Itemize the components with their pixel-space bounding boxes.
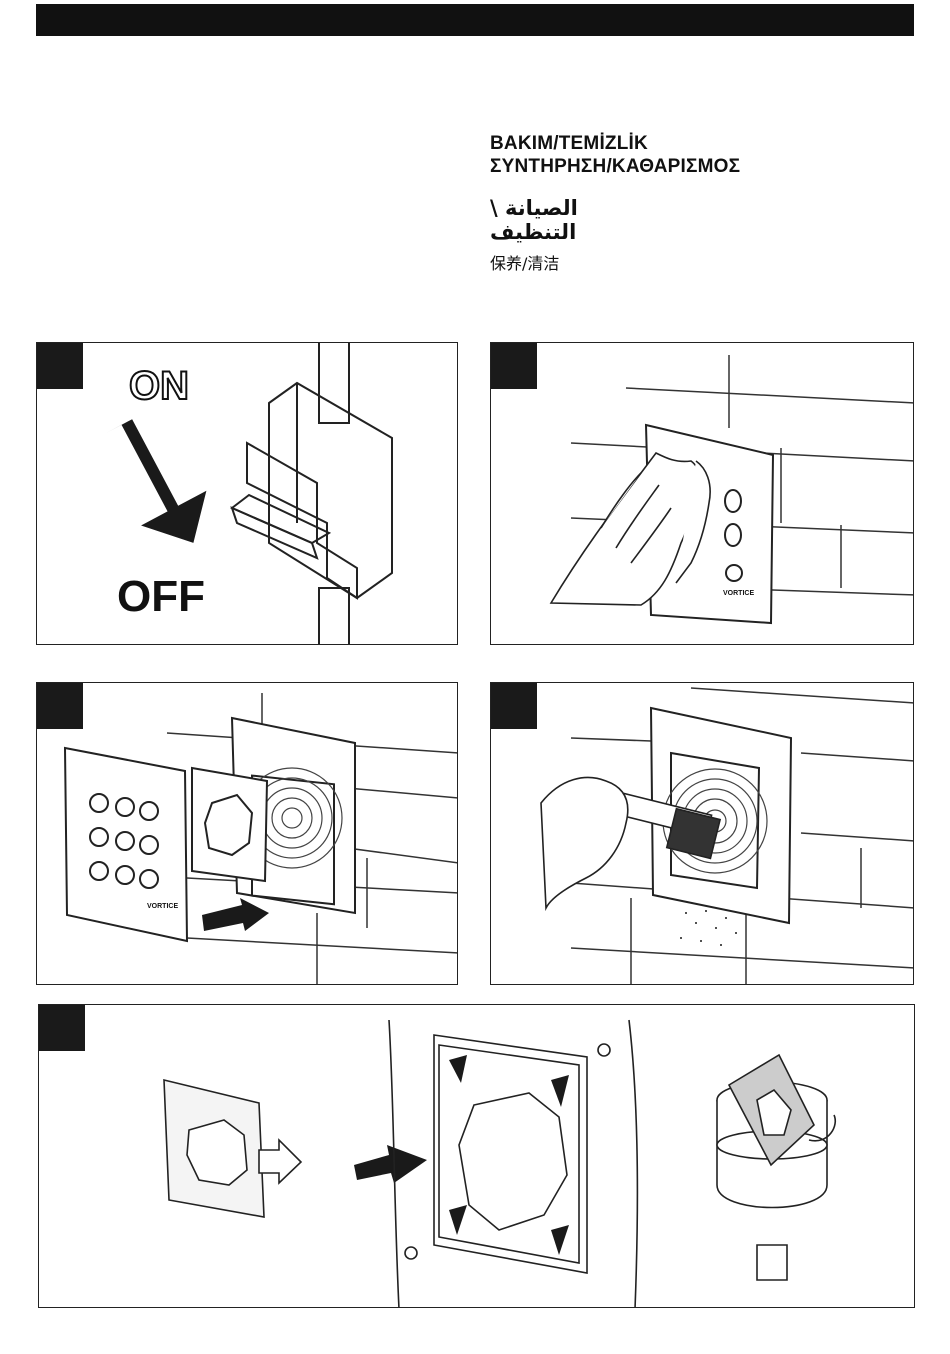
brand-logo-text: VORTICE [147,903,178,910]
new-filter-package [164,1080,264,1217]
illustration-panel-wipe-cover: VORTICE [490,342,914,645]
title-greek: ΣΥΝΤΗΡΗΣΗ/ΚΑΘΑΡΙΣΜΟΣ [490,155,740,178]
brand-logo-text: VORTICE [723,590,754,597]
front-cover [65,748,187,941]
illustration-panel-brush-clean [490,682,914,985]
off-label: OFF [117,572,205,621]
top-header-bar [36,4,914,36]
clip-arrows [449,1055,569,1255]
filter-sheet [192,768,267,881]
step-marker [37,683,83,729]
on-label: ON [129,364,189,408]
replace-filter-illustration [39,1005,915,1308]
pull-out-arrow-icon [202,898,269,931]
step-marker [37,343,83,389]
breaker-switch-drawing [232,343,392,645]
step-marker [39,1005,85,1051]
wipe-cover-illustration: VORTICE [491,343,914,645]
dust-particles [680,910,737,946]
step-marker [491,683,537,729]
step-marker [491,343,537,389]
take-out-arrow-icon [259,1140,301,1183]
down-arrow-icon [95,404,225,561]
insert-arrow-icon [354,1145,427,1183]
remove-cover-illustration: VORTICE [37,683,458,985]
illustration-panel-remove-cover: VORTICE [36,682,458,985]
brush-clean-illustration [491,683,914,985]
illustration-panel-power-off: ON OFF [36,342,458,645]
power-switch-illustration: ON OFF [37,343,458,645]
section-titles: BAKIM/TEMİZLİK ΣΥΝΤΗΡΗΣΗ/ΚΑΘΑΡΙΣΜΟΣ الصي… [490,132,740,274]
illustration-panel-replace-filter [38,1004,915,1308]
mounting-frame-with-clips [389,1020,637,1308]
title-turkish: BAKIM/TEMİZLİK [490,132,740,155]
title-arabic: الصيانة \ التنظيف [490,196,650,244]
title-chinese: 保养/清洁 [490,250,740,274]
